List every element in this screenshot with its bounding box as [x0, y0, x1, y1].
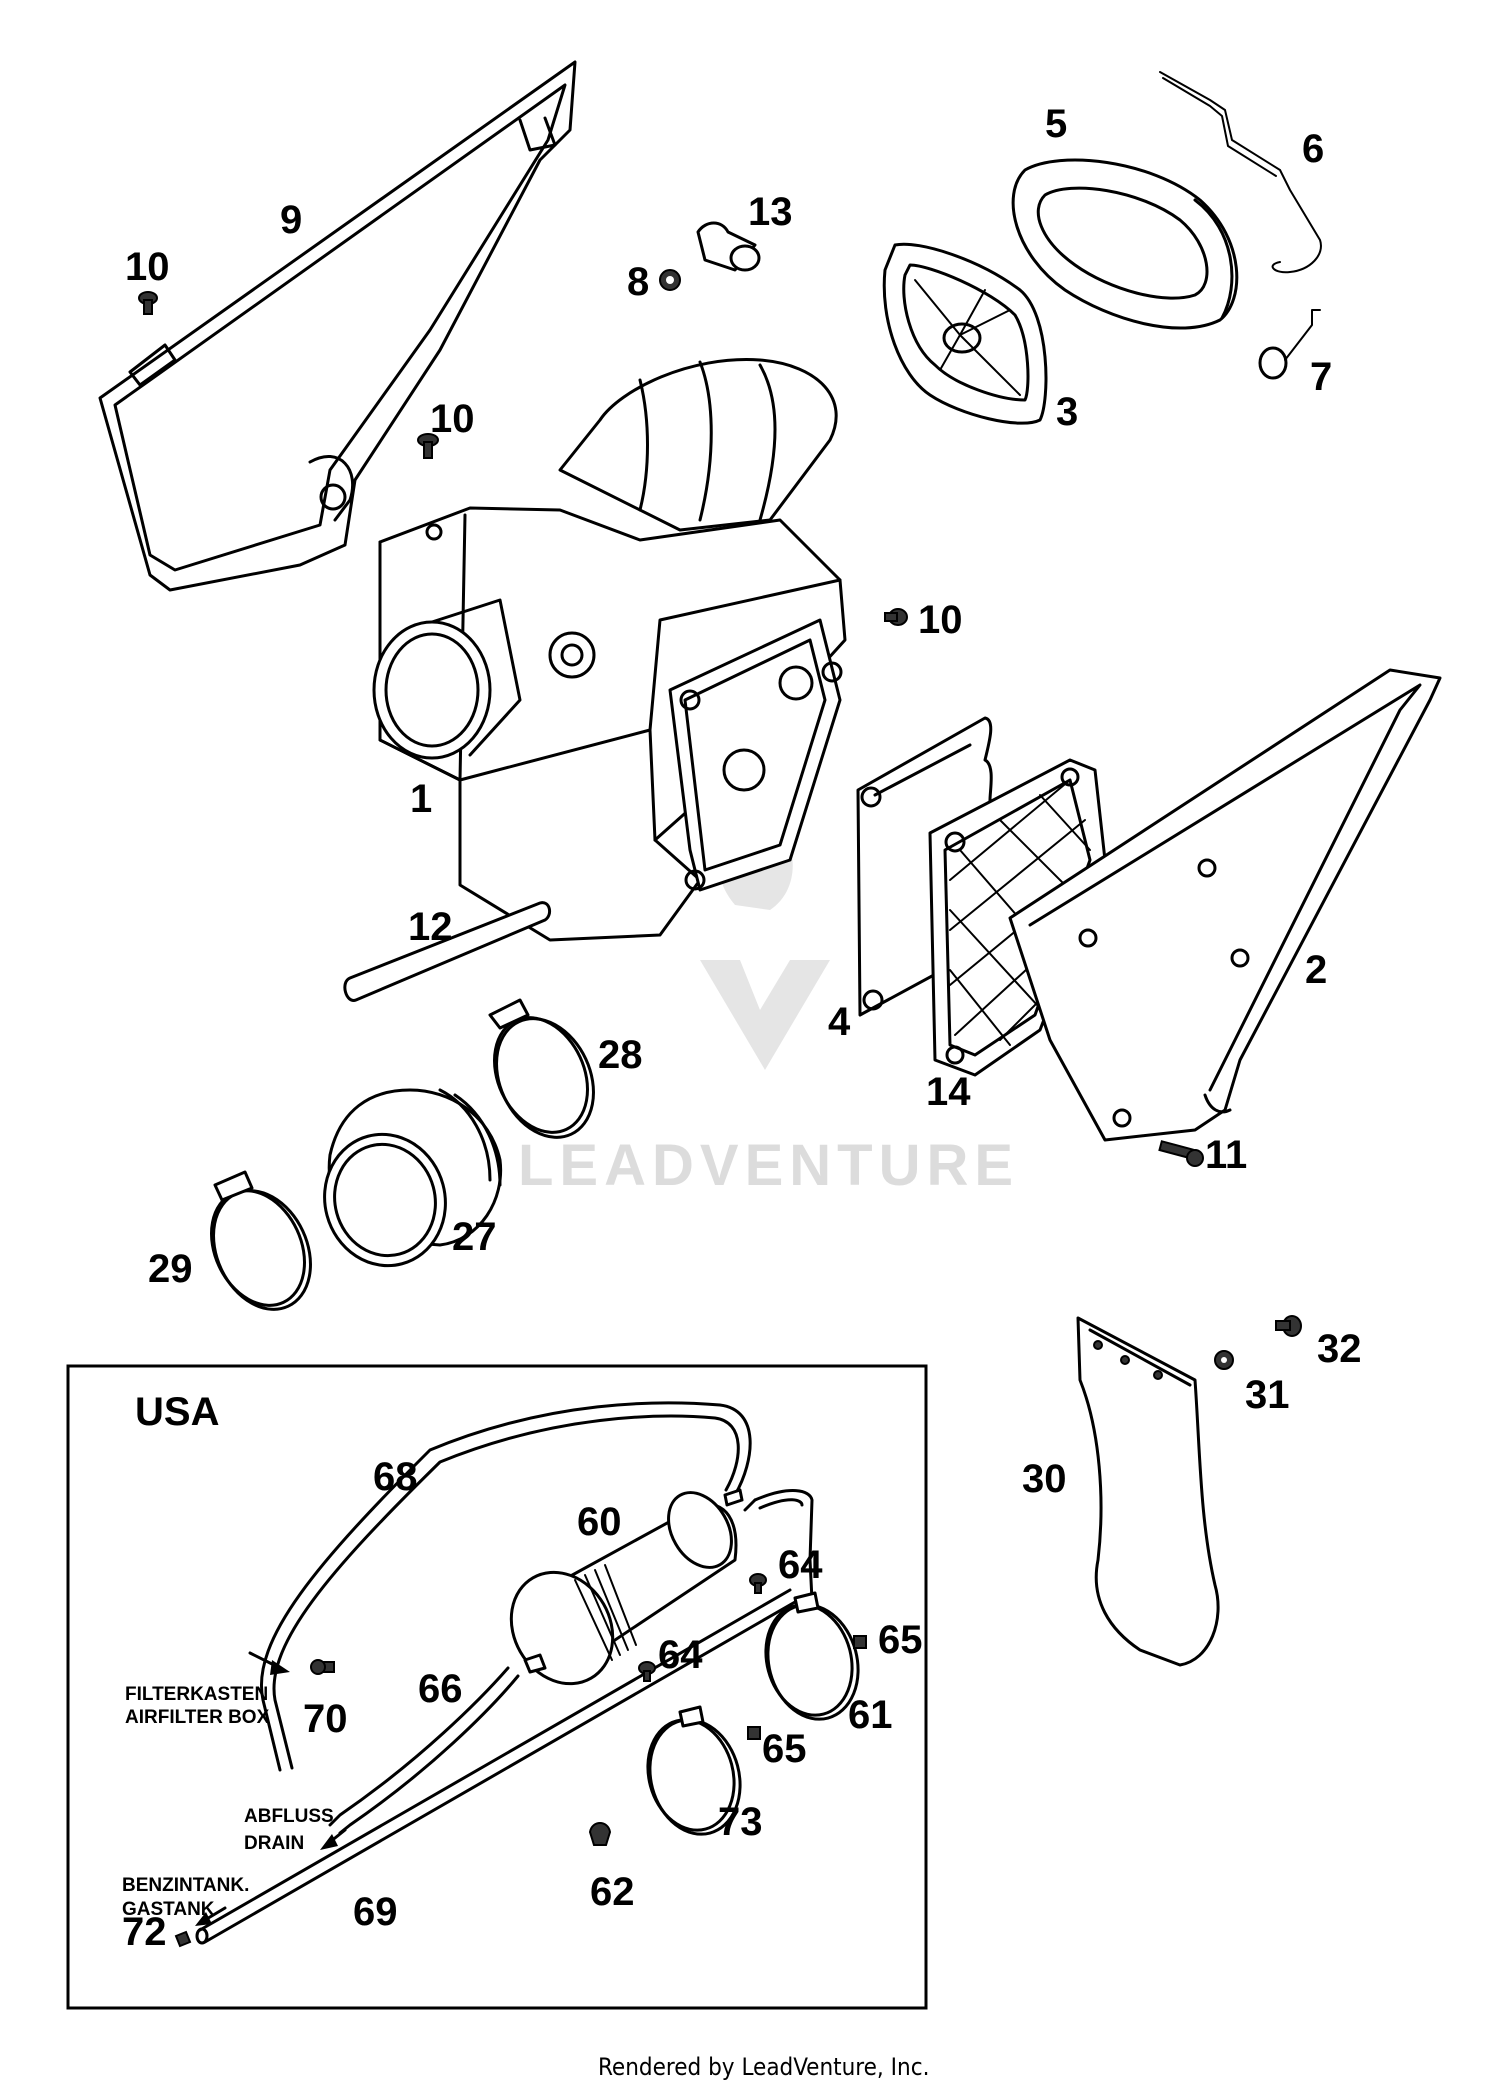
part-64-screw-icon — [749, 1573, 767, 1594]
note-airfilter-box: AIRFILTER BOX — [125, 1707, 270, 1728]
part-3-filter-cage — [882, 242, 1048, 425]
part-13-sleeve — [696, 221, 761, 272]
arrow-gastank-icon — [195, 1906, 227, 1926]
callout-13: 13 — [748, 190, 793, 234]
callout-3: 3 — [1056, 390, 1078, 434]
callout-28: 28 — [598, 1033, 643, 1077]
usa-inset-title: USA — [135, 1390, 219, 1434]
callout-70: 70 — [303, 1697, 348, 1741]
watermark-text: LEADVENTURE — [518, 1133, 1019, 1198]
part-2-right-side-cover — [1008, 668, 1442, 1142]
callout-72: 72 — [122, 1910, 167, 1954]
part-72-clip-icon — [174, 1930, 192, 1948]
callout-4: 4 — [828, 1000, 851, 1044]
watermark-logo: LEADVENTURE — [518, 815, 1019, 1198]
part-12-hose — [343, 901, 552, 1002]
callout-6: 6 — [1302, 127, 1324, 171]
part-62-clip-icon — [588, 1822, 612, 1846]
callout-14: 14 — [926, 1070, 971, 1114]
callout-7: 7 — [1310, 355, 1332, 399]
part-28-clamp — [488, 998, 595, 1139]
arrow-drain-icon — [320, 1828, 347, 1850]
note-drain: DRAIN — [244, 1833, 304, 1854]
part-31-washer-icon — [1214, 1350, 1234, 1370]
part-1-airfilter-box — [372, 358, 847, 942]
callout-69: 69 — [353, 1890, 398, 1934]
callout-73: 73 — [718, 1800, 763, 1844]
callout-64: 64 — [778, 1543, 823, 1587]
part-6-wire-clip — [1159, 71, 1322, 274]
callout-8: 8 — [627, 260, 649, 304]
callout-10: 10 — [125, 245, 170, 289]
callout-12: 12 — [408, 905, 453, 949]
part-68-hose — [260, 1401, 752, 1772]
part-60-canister — [509, 1488, 814, 1686]
part-73-clamp — [646, 1705, 742, 1836]
callout-65: 65 — [878, 1618, 923, 1662]
note-gastank: GASTANK — [122, 1899, 215, 1920]
callout-31: 31 — [1245, 1373, 1290, 1417]
part-70-fitting-icon — [310, 1659, 335, 1675]
part-69-hose — [195, 1588, 797, 1945]
part-29-clamp — [210, 1170, 312, 1311]
callout-2: 2 — [1305, 948, 1327, 992]
part-27-intake-boot — [323, 1088, 503, 1268]
screw-10-icon — [138, 291, 158, 315]
part-7-pin — [1258, 309, 1321, 380]
note-filterkasten: FILTERKASTEN — [125, 1684, 268, 1705]
screw-10-icon — [417, 433, 439, 459]
callout-10: 10 — [918, 598, 963, 642]
callout-5: 5 — [1045, 102, 1067, 146]
part-65-nut-icon — [747, 1726, 761, 1740]
part-11-screw-icon — [1158, 1140, 1204, 1167]
callout-65: 65 — [762, 1727, 807, 1771]
screw-10-icon — [884, 608, 908, 626]
callout-11: 11 — [1205, 1133, 1247, 1177]
callout-62: 62 — [590, 1870, 635, 1914]
note-benzintank: BENZINTANK. — [122, 1875, 249, 1896]
part-9-left-side-cover — [98, 60, 577, 592]
arrow-filterkasten-icon — [248, 1651, 290, 1675]
part-8-nut-icon — [659, 269, 681, 291]
part-64-screw-icon — [638, 1661, 656, 1682]
callout-9: 9 — [280, 198, 302, 242]
callout-30: 30 — [1022, 1457, 1067, 1501]
callout-64: 64 — [658, 1633, 703, 1677]
part-66-hose — [328, 1666, 520, 1835]
callout-27: 27 — [452, 1215, 497, 1259]
callout-1: 1 — [410, 777, 432, 821]
part-5-filter-foam — [1011, 158, 1239, 330]
usa-inset-box — [66, 1364, 928, 2010]
callout-10: 10 — [430, 397, 475, 441]
part-32-screw-icon — [1275, 1315, 1302, 1337]
callout-60: 60 — [577, 1500, 622, 1544]
callout-66: 66 — [418, 1667, 463, 1711]
part-30-mud-flap — [1076, 1316, 1220, 1667]
note-abfluss: ABFLUSS — [244, 1806, 334, 1827]
part-65-nut-icon — [853, 1635, 867, 1649]
callout-32: 32 — [1317, 1327, 1362, 1371]
callout-61: 61 — [848, 1693, 893, 1737]
part-61-clamp — [764, 1591, 860, 1721]
footer-credit: Rendered by LeadVenture, Inc. — [598, 2053, 929, 2081]
callout-29: 29 — [148, 1247, 193, 1291]
callout-68: 68 — [373, 1455, 418, 1499]
